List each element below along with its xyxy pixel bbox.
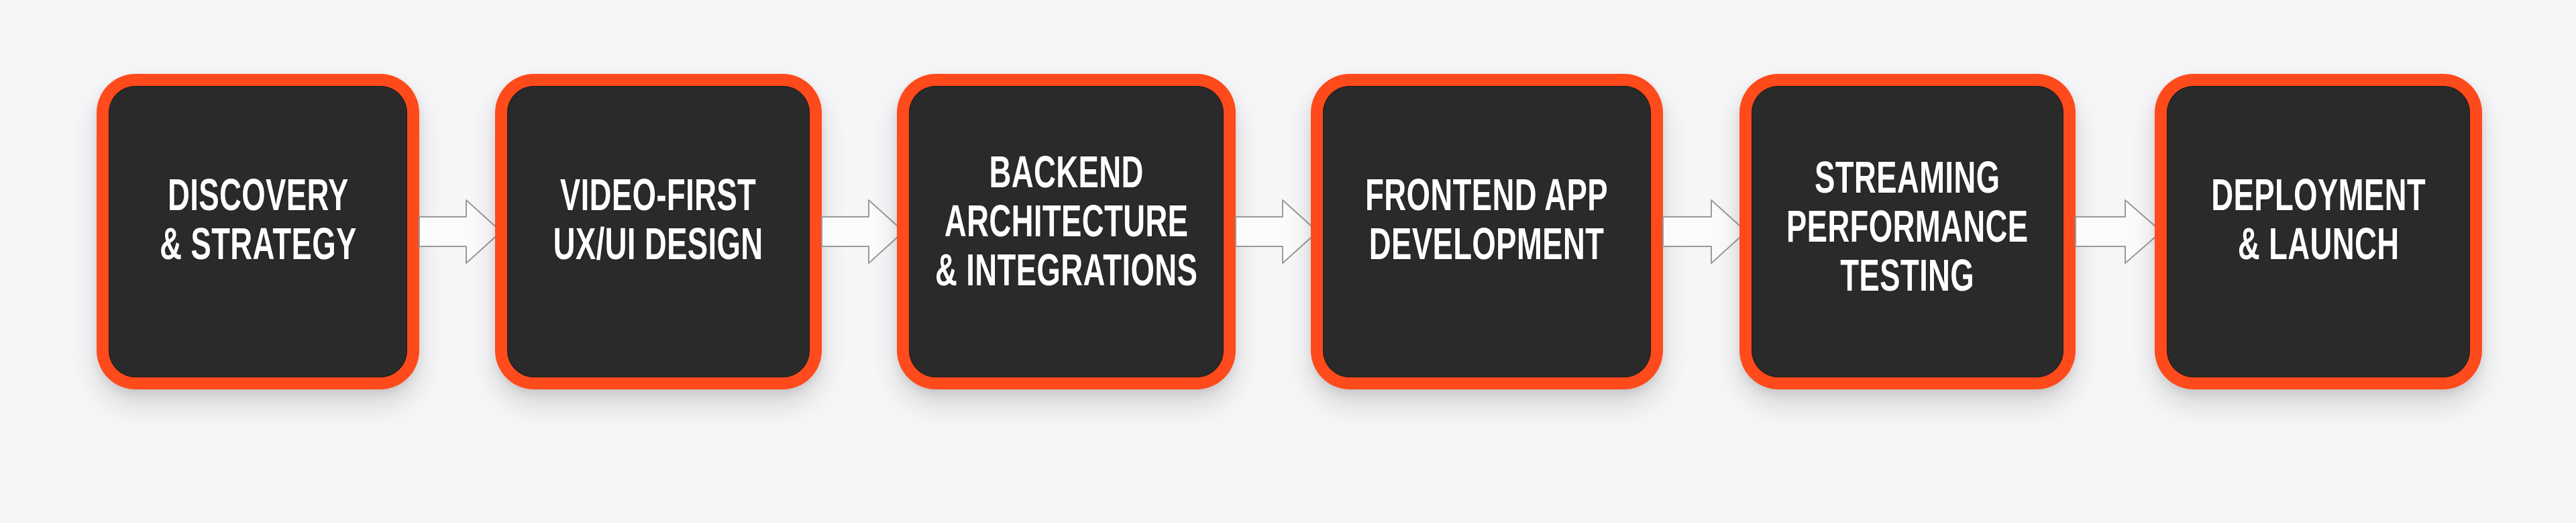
step-label-line: & INTEGRATIONS <box>934 244 1198 295</box>
step-label-line: & LAUNCH <box>2237 219 2400 269</box>
step-label-line: UX/UI DESIGN <box>553 219 763 269</box>
step-video-first-design: VIDEO-FIRST UX/UI DESIGN <box>495 74 822 389</box>
step-label-line: PERFORMANCE <box>1786 201 2029 252</box>
step-label-line: STREAMING <box>1815 152 2000 203</box>
step-label: DISCOVERY & STRATEGY <box>160 171 357 269</box>
step-backend-architecture: BACKEND ARCHITECTURE & INTEGRATIONS <box>897 74 1236 389</box>
step-label: FRONTEND APP DEVELOPMENT <box>1366 171 1609 269</box>
right-arrow-icon <box>419 199 502 265</box>
step-label: STREAMING PERFORMANCE TESTING <box>1786 153 2029 300</box>
right-arrow-icon <box>2075 199 2163 265</box>
step-label-line: & STRATEGY <box>159 219 357 269</box>
step-discovery-strategy: DISCOVERY & STRATEGY <box>97 74 419 389</box>
step-frontend-development: FRONTEND APP DEVELOPMENT <box>1311 74 1663 389</box>
step-label: DEPLOYMENT & LAUNCH <box>2211 171 2426 269</box>
step-label-line: BACKEND <box>989 146 1144 197</box>
step-label-line: VIDEO-FIRST <box>560 170 757 220</box>
step-label-line: DEVELOPMENT <box>1369 219 1605 269</box>
right-arrow-icon <box>1662 199 1748 265</box>
step-label-line: ARCHITECTURE <box>944 195 1189 246</box>
step-label-line: FRONTEND APP <box>1365 170 1609 220</box>
step-deployment-launch: DEPLOYMENT & LAUNCH <box>2155 74 2482 389</box>
step-label: BACKEND ARCHITECTURE & INTEGRATIONS <box>935 148 1197 295</box>
right-arrow-icon <box>1235 199 1319 265</box>
right-arrow-icon <box>821 199 905 265</box>
step-label-line: TESTING <box>1840 250 1975 301</box>
step-label: VIDEO-FIRST UX/UI DESIGN <box>553 171 763 269</box>
step-label-line: DEPLOYMENT <box>2211 170 2426 220</box>
step-streaming-performance-testing: STREAMING PERFORMANCE TESTING <box>1739 74 2076 389</box>
step-label-line: DISCOVERY <box>167 170 349 220</box>
